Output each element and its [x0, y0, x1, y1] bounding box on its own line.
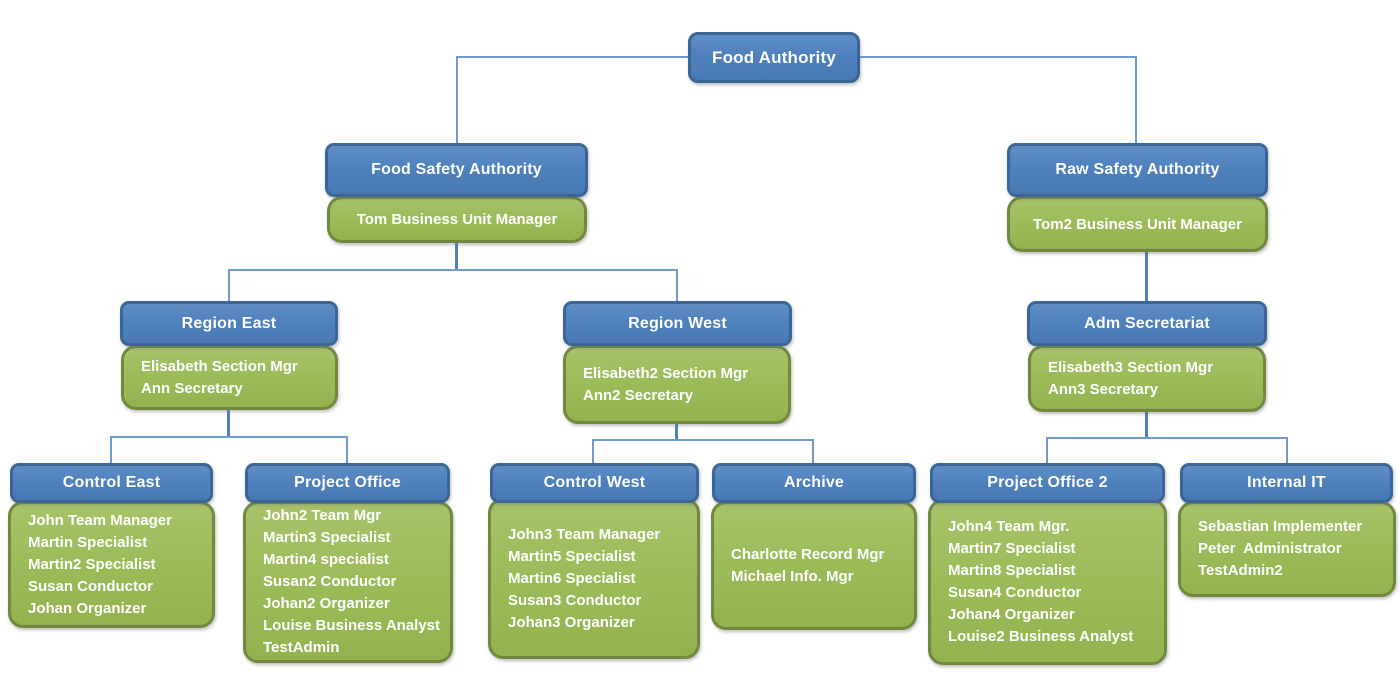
member-name: Michael Info. Mgr	[731, 567, 854, 585]
connector	[676, 269, 678, 301]
member-name: Elisabeth2 Section Mgr	[583, 364, 749, 382]
member-name: Susan2 Conductor	[263, 573, 397, 590]
member-name: Charlotte Record Mgr	[731, 545, 885, 563]
member-name: Susan4 Conductor	[948, 584, 1082, 601]
node-archive: Archive	[712, 463, 916, 503]
member-name: TestAdmin2	[1198, 562, 1283, 579]
connector	[675, 423, 678, 440]
member-name: Martin5 Specialist	[508, 547, 636, 565]
connector	[1135, 56, 1137, 143]
member-name: Louise2 Business Analyst	[948, 628, 1134, 645]
member-name: Martin8 Specialist	[948, 562, 1076, 579]
connector	[592, 439, 814, 441]
member-name: Peter Administrator	[1198, 540, 1342, 557]
connector	[455, 243, 458, 271]
member-name: TestAdmin	[263, 639, 340, 656]
staff-box-raw-safety-manager: Tom2 Business Unit Manager	[1007, 196, 1268, 252]
member-name: Martin Specialist	[28, 533, 148, 551]
connector	[1046, 437, 1048, 463]
member-name: Johan Organizer	[28, 599, 147, 617]
member-name: Susan Conductor	[28, 577, 154, 595]
connector	[1046, 437, 1288, 439]
node-region-west: Region West	[563, 301, 792, 346]
node-region-east: Region East	[120, 301, 338, 346]
connector	[1145, 411, 1148, 438]
connector	[228, 269, 230, 301]
node-adm-secretariat: Adm Secretariat	[1027, 301, 1267, 346]
connector	[110, 436, 348, 438]
node-project-office: Project Office	[245, 463, 450, 503]
member-name: Martin3 Specialist	[263, 529, 391, 546]
connector	[592, 439, 594, 463]
member-name: John3 Team Manager	[508, 525, 661, 543]
member-name: Ann Secretary	[141, 379, 243, 397]
member-name: Ann3 Secretary	[1048, 380, 1159, 398]
member-name: Martin2 Specialist	[28, 555, 156, 573]
connector	[812, 439, 814, 463]
member-name: Johan2 Organizer	[263, 595, 390, 612]
member-name: Elisabeth3 Section Mgr	[1048, 358, 1214, 376]
member-name: Elisabeth Section Mgr	[141, 357, 298, 375]
member-name: Johan4 Organizer	[948, 606, 1075, 623]
member-name: Sebastian Implementer	[1198, 518, 1363, 535]
node-food-authority: Food Authority	[688, 32, 860, 83]
connector	[346, 436, 348, 463]
member-name: Martin7 Specialist	[948, 540, 1076, 557]
connector	[228, 269, 678, 271]
connector	[227, 409, 230, 437]
member-name: Louise Business Analyst	[263, 617, 440, 634]
member-name: Martin6 Specialist	[508, 569, 636, 587]
manager-name: Tom2 Business Unit Manager	[1033, 215, 1242, 233]
node-food-safety-authority: Food Safety Authority	[325, 143, 588, 197]
node-internal-it: Internal IT	[1180, 463, 1393, 503]
node-control-west: Control West	[490, 463, 699, 503]
member-name: Martin4 specialist	[263, 551, 389, 568]
connector	[1145, 252, 1148, 302]
connector	[456, 56, 458, 143]
staff-box-food-safety-manager: Tom Business Unit Manager	[327, 196, 587, 243]
node-raw-safety-authority: Raw Safety Authority	[1007, 143, 1268, 197]
member-name: Susan3 Conductor	[508, 591, 642, 609]
member-name: Ann2 Secretary	[583, 386, 694, 404]
node-control-east: Control East	[10, 463, 213, 503]
member-name: John2 Team Mgr	[263, 507, 382, 524]
member-name: Johan3 Organizer	[508, 613, 635, 631]
node-project-office-2: Project Office 2	[930, 463, 1165, 503]
member-name: John4 Team Mgr.	[948, 518, 1070, 535]
member-name: John Team Manager	[28, 511, 172, 529]
connector	[457, 56, 688, 58]
manager-name: Tom Business Unit Manager	[356, 211, 558, 228]
connector	[860, 56, 1137, 58]
connector	[110, 436, 112, 463]
connector	[1286, 437, 1288, 463]
